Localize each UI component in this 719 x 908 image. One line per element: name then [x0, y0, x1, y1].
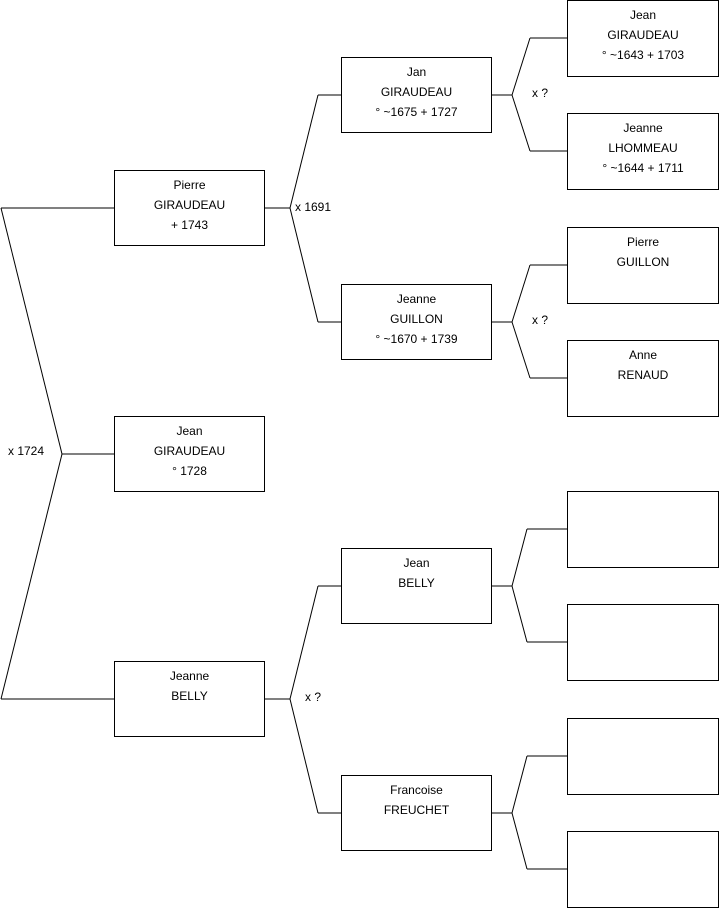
- person-dates: ° ~1644 + 1711: [602, 161, 684, 175]
- marriage-label-ff-parents: x ?: [532, 86, 549, 100]
- marriage-label-father-parents: x 1691: [295, 200, 332, 214]
- person-box-fff[interactable]: Jean GIRAUDEAU ° ~1643 + 1703: [567, 0, 719, 77]
- person-box-child[interactable]: Jean GIRAUDEAU ° 1728: [114, 416, 265, 492]
- person-given-name: Jeanne: [169, 669, 210, 683]
- person-box-mff-empty[interactable]: [567, 491, 719, 568]
- person-box-ffm[interactable]: Jeanne LHOMMEAU ° ~1644 + 1711: [567, 113, 719, 190]
- person-surname: FREUCHET: [383, 803, 450, 817]
- person-surname: GIRAUDEAU: [153, 198, 226, 212]
- person-box-fmf[interactable]: Pierre GUILLON: [567, 227, 719, 304]
- person-dates: ° ~1670 + 1739: [375, 332, 458, 346]
- person-surname: BELLY: [171, 689, 208, 703]
- person-given-name: Pierre: [173, 178, 206, 192]
- person-surname: RENAUD: [617, 368, 669, 382]
- person-box-maternal-grandmother[interactable]: Francoise FREUCHET: [341, 775, 492, 851]
- marriage-label-parents: x 1724: [8, 444, 45, 458]
- person-given-name: Anne: [628, 348, 658, 362]
- person-dates: ° ~1643 + 1703: [601, 48, 685, 62]
- person-surname: GIRAUDEAU: [607, 28, 679, 42]
- person-surname: GIRAUDEAU: [153, 444, 226, 458]
- person-given-name: Francoise: [390, 783, 443, 797]
- person-dates: ° ~1675 + 1727: [375, 105, 458, 119]
- person-box-maternal-grandfather[interactable]: Jean BELLY: [341, 548, 492, 624]
- person-dates: + 1743: [170, 218, 209, 232]
- person-given-name: Jean: [629, 8, 657, 22]
- person-box-mmm-empty[interactable]: [567, 831, 719, 908]
- person-box-mmf-empty[interactable]: [567, 718, 719, 795]
- person-surname: GIRAUDEAU: [380, 85, 453, 99]
- person-box-mfm-empty[interactable]: [567, 604, 719, 681]
- person-given-name: Jean: [403, 556, 430, 570]
- person-box-paternal-grandmother[interactable]: Jeanne GUILLON ° ~1670 + 1739: [341, 284, 492, 360]
- marriage-label-mother-parents: x ?: [305, 690, 322, 704]
- person-surname: BELLY: [398, 576, 435, 590]
- person-given-name: Jeanne: [623, 121, 663, 135]
- person-box-paternal-grandfather[interactable]: Jan GIRAUDEAU ° ~1675 + 1727: [341, 57, 492, 133]
- person-box-father[interactable]: Pierre GIRAUDEAU + 1743: [114, 170, 265, 246]
- person-given-name: Jeanne: [396, 292, 437, 306]
- person-surname: GUILLON: [616, 255, 670, 269]
- person-surname: LHOMMEAU: [608, 141, 678, 155]
- person-surname: GUILLON: [390, 312, 443, 326]
- person-box-mother[interactable]: Jeanne BELLY: [114, 661, 265, 737]
- person-given-name: Jean: [176, 424, 203, 438]
- person-given-name: Jan: [406, 65, 427, 79]
- person-dates: ° 1728: [172, 464, 207, 478]
- marriage-label-fm-parents: x ?: [532, 313, 549, 327]
- person-given-name: Pierre: [626, 235, 659, 249]
- person-box-fmm[interactable]: Anne RENAUD: [567, 340, 719, 417]
